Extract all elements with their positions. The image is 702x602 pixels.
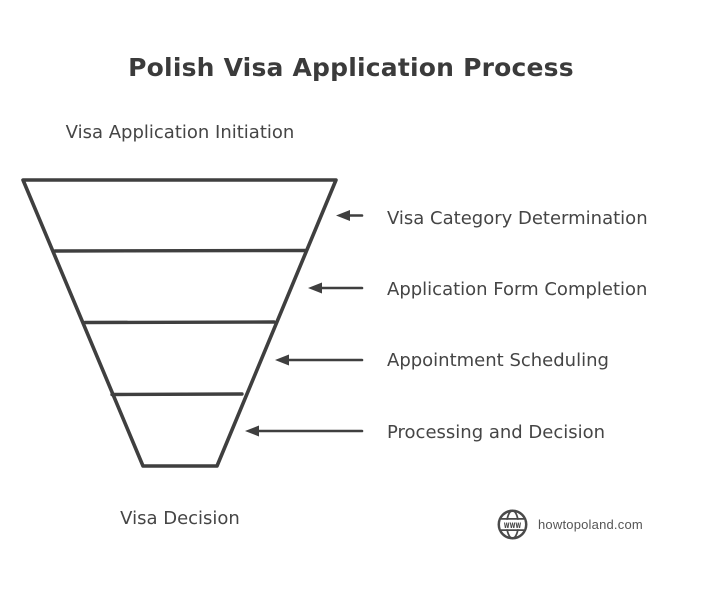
globe-www-icon: www <box>497 509 528 540</box>
funnel-outline <box>21 178 338 468</box>
stage-label-appointment-scheduling: Appointment Scheduling <box>387 350 609 371</box>
stage-label-processing-and-decision: Processing and Decision <box>387 422 606 443</box>
left-arrow-icon <box>308 282 364 294</box>
brand-site-text: howtopoland.com <box>538 517 643 532</box>
left-arrow-icon <box>336 210 364 221</box>
svg-text:www: www <box>504 520 522 531</box>
funnel-divider-1 <box>53 248 307 253</box>
funnel-entry-label: Visa Application Initiation <box>65 122 295 143</box>
stage-label-visa-category-determination: Visa Category Determination <box>387 208 648 229</box>
funnel-divider-3 <box>110 392 244 397</box>
page-title: Polish Visa Application Process <box>128 53 574 82</box>
funnel-exit-label: Visa Decision <box>120 508 240 529</box>
stage-label-application-form-completion: Application Form Completion <box>387 279 648 300</box>
brand-footer: www howtopoland.com <box>496 508 643 541</box>
left-arrow-icon <box>245 425 364 437</box>
left-arrow-icon <box>275 354 364 366</box>
funnel-divider-2 <box>83 320 276 325</box>
